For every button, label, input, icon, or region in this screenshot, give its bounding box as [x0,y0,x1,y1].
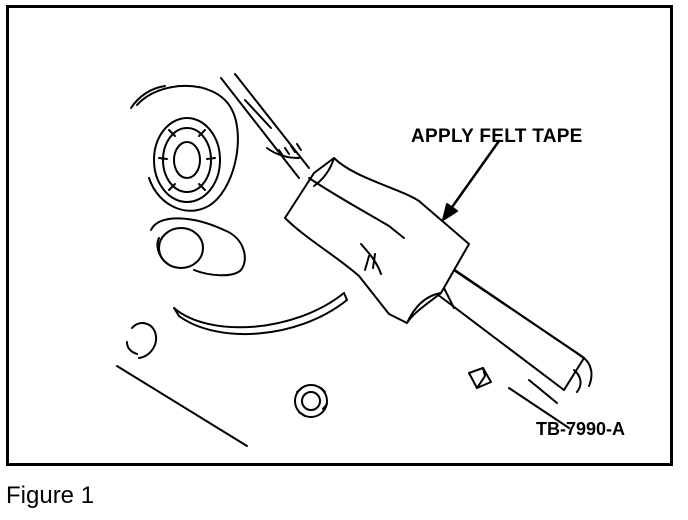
reference-code: TB-7990-A [536,419,626,439]
hex-nut [294,384,328,418]
housing-edge [116,365,248,447]
clip-ring [126,322,157,359]
mechanism-illustration [116,73,593,447]
belt-rail [220,73,593,429]
figure-frame: APPLY FELT TAPE TB-7990-A [6,5,673,466]
pulley-assembly [130,84,239,212]
felt-tape [284,157,470,324]
callout-label: APPLY FELT TAPE [411,126,583,147]
callout-arrow [442,139,501,221]
small-block [468,367,492,389]
figure-caption: Figure 1 [6,482,95,509]
curved-bracket [173,292,348,336]
round-knob [150,217,246,277]
